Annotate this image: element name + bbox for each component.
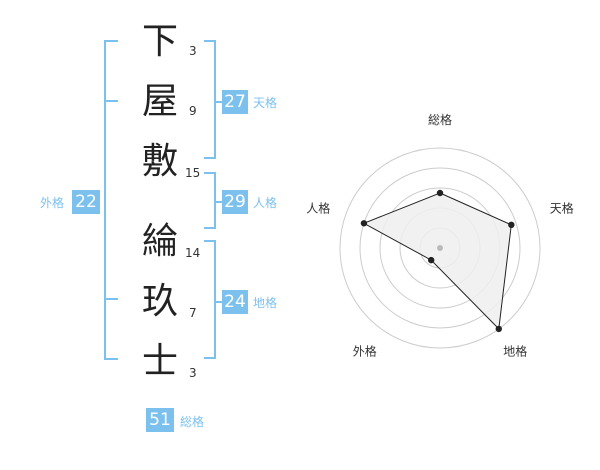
- stroke-count-4: 14: [185, 246, 201, 260]
- radar-ring: [339, 147, 541, 349]
- jinkaku-label: 人格: [253, 196, 278, 210]
- kanji-char-3: 敷: [141, 141, 178, 182]
- radar-point-5: [360, 220, 368, 227]
- kanji-char-1: 下: [141, 21, 178, 62]
- radar-point-1: [436, 189, 444, 197]
- jinkaku-bracket-tick: [204, 172, 216, 174]
- outer-bracket-tick: [104, 40, 118, 42]
- jinkaku-connector: [216, 201, 222, 203]
- soukaku-label: 総格: [180, 415, 205, 429]
- radar-ring: [359, 167, 521, 329]
- tenkaku-bracket-tick: [204, 157, 216, 159]
- radar-point-3: [495, 325, 502, 333]
- chikaku-connector: [216, 301, 222, 303]
- soukaku-value-badge: 51: [146, 408, 174, 432]
- tenkaku-bracket-line: [214, 40, 216, 158]
- stroke-count-1: 3: [189, 44, 197, 58]
- gaikaku-label: 外格: [40, 196, 65, 210]
- radar-axis-label: 地格: [503, 344, 527, 359]
- chikaku-value-badge: 24: [222, 290, 248, 314]
- outer-bracket-line: [104, 40, 106, 360]
- radar-axis-label: 外格: [353, 344, 377, 359]
- kanji-char-6: 士: [141, 341, 178, 382]
- chikaku-label: 地格: [253, 296, 278, 310]
- radar-axis-label: 天格: [550, 200, 574, 215]
- jinkaku-value-badge: 29: [222, 190, 248, 214]
- stroke-count-6: 3: [189, 366, 197, 380]
- radar-axis-label: 総格: [428, 112, 452, 127]
- kanji-char-2: 屋: [141, 81, 178, 122]
- gaikaku-value-badge: 22: [72, 190, 100, 214]
- stroke-count-3: 15: [185, 166, 201, 180]
- outer-bracket-tick: [104, 358, 118, 360]
- outer-bracket-tick: [104, 100, 118, 102]
- tenkaku-bracket-tick: [204, 40, 216, 42]
- radar-series-polygon: [362, 192, 512, 330]
- radar-point-2: [508, 221, 515, 229]
- chikaku-bracket-tick: [204, 357, 216, 359]
- tenkaku-connector: [216, 101, 222, 103]
- stroke-count-2: 9: [189, 104, 197, 118]
- jinkaku-bracket-line: [214, 172, 216, 228]
- radar-axis-label: 人格: [306, 200, 330, 215]
- radar-point-4: [427, 256, 435, 264]
- tenkaku-label: 天格: [253, 96, 278, 110]
- tenkaku-value-badge: 27: [222, 90, 248, 114]
- kanji-char-5: 玖: [141, 281, 178, 322]
- radar-center-dot: [437, 245, 443, 251]
- kanji-char-4: 綸: [141, 221, 178, 262]
- jinkaku-bracket-tick: [204, 227, 216, 229]
- stroke-count-5: 7: [189, 306, 197, 320]
- chikaku-bracket-line: [214, 240, 216, 358]
- outer-bracket-tick: [104, 298, 118, 300]
- chikaku-bracket-tick: [204, 240, 216, 242]
